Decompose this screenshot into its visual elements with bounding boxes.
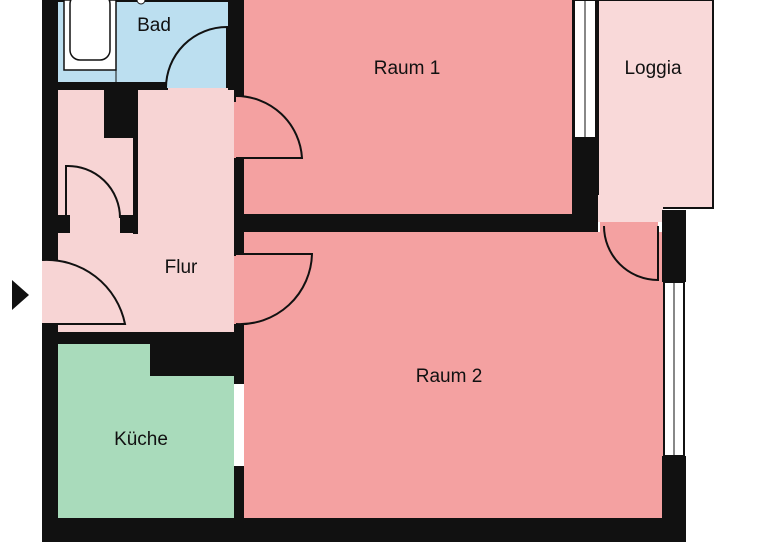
door-bad [165,25,228,89]
room-label-loggia: Loggia [624,58,681,79]
bad-fixture [136,0,146,5]
wall-cupboard-stub2 [120,215,138,233]
loggia-lower [598,195,663,222]
door-loggia [603,225,659,282]
room-label-bad: Bad [137,15,171,36]
raum1-room [244,0,574,214]
bathtub-inner [69,0,111,61]
entrance-arrow-icon [12,280,29,310]
wall-flur-pillar [104,88,138,138]
wall-kueche-block [150,332,244,376]
wall-bad-flur [58,82,168,90]
loggia-area [597,0,714,209]
wall-flur-right-top [234,88,244,102]
doors [41,25,659,326]
wall-kueche-right [234,466,244,518]
wall-raum2-right-bottom [662,456,686,542]
room-label-raum1: Raum 1 [374,58,441,79]
room-label-raum2: Raum 2 [416,366,483,387]
wall-bottom [42,518,686,542]
wall-bad-right [228,0,244,90]
wall-bad-top [58,0,234,2]
wall-cupboard-stub1 [58,215,70,233]
door-cupboard [65,164,121,219]
wall-flur-right-mid [234,158,244,256]
door-entrance [41,258,127,325]
raum2-room [244,232,664,518]
wall-left-top [42,0,58,262]
wall-raum2-right-top [662,210,686,282]
wall-left-bottom [42,324,58,542]
wall-cupboard-right [133,138,138,234]
room-label-flur: Flur [165,257,198,278]
bathtub-icon [63,0,117,71]
wall-raum1-right [572,138,598,232]
walls [42,0,686,542]
door-raum2 [235,253,314,326]
door-raum1 [235,94,304,159]
windows [573,0,685,457]
wall-raum-divider [234,214,598,232]
room-label-kueche: Küche [114,429,168,450]
